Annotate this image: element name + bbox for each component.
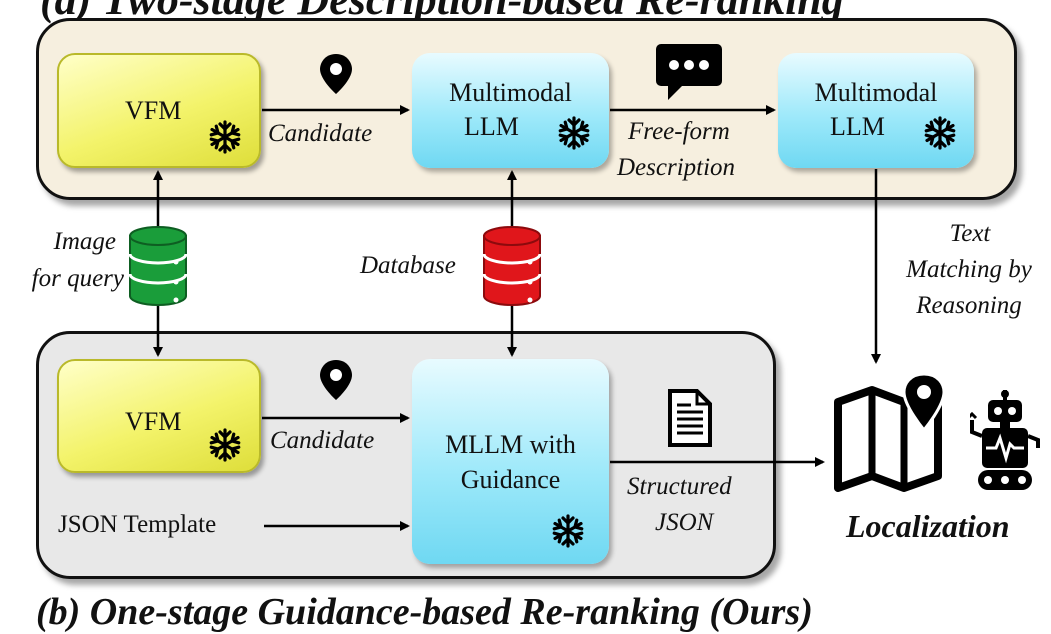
title-bottom: (b) One-stage Guidance-based Re-ranking … [36,591,813,633]
localization-label: Localization [846,508,1010,544]
vfm-box-b: VFM [57,359,261,473]
json-template-label: JSON Template [58,511,217,538]
mllm-a2-line2: LLM [830,112,885,141]
chat-bubble-icon [656,44,722,100]
free-form-label-line2: Description [617,154,736,181]
mllm-guidance-box: MLLM with Guidance [412,359,609,564]
vfm-label-a: VFM [125,96,182,125]
image-query-line2: for query [31,265,124,292]
map-pin-icon [834,372,946,492]
text-matching-line1: Text [949,220,991,247]
mllm-a1-line1: Multimodal [449,78,572,107]
text-matching-line2: Matching by [906,256,1032,283]
candidate-label-b: Candidate [270,427,375,454]
mllm-a2-line1: Multimodal [814,78,938,107]
vfm-label-b: VFM [125,407,182,436]
mllm-guidance-line1: MLLM with [445,430,576,459]
structured-label-line1: Structured [627,473,732,500]
image-query-line1: Image [53,228,116,255]
database-icon [128,226,188,306]
database-label: Database [360,252,456,279]
database-icon [482,226,542,306]
mllm-box-a1: Multimodal LLM [412,53,609,168]
candidate-label-a: Candidate [268,120,373,147]
location-pin-icon [320,360,352,400]
structured-label-line2: JSON [655,509,714,536]
mllm-box-a2: Multimodal LLM [778,53,974,168]
text-matching-line3: Reasoning [916,292,1022,319]
mllm-a1-line2: LLM [464,112,519,141]
free-form-label-line1: Free-form [628,118,730,145]
document-icon [668,389,712,447]
mllm-guidance-line2: Guidance [460,465,561,494]
location-pin-icon [320,54,352,94]
vfm-box-a: VFM [57,53,261,168]
robot-icon [970,390,1040,490]
